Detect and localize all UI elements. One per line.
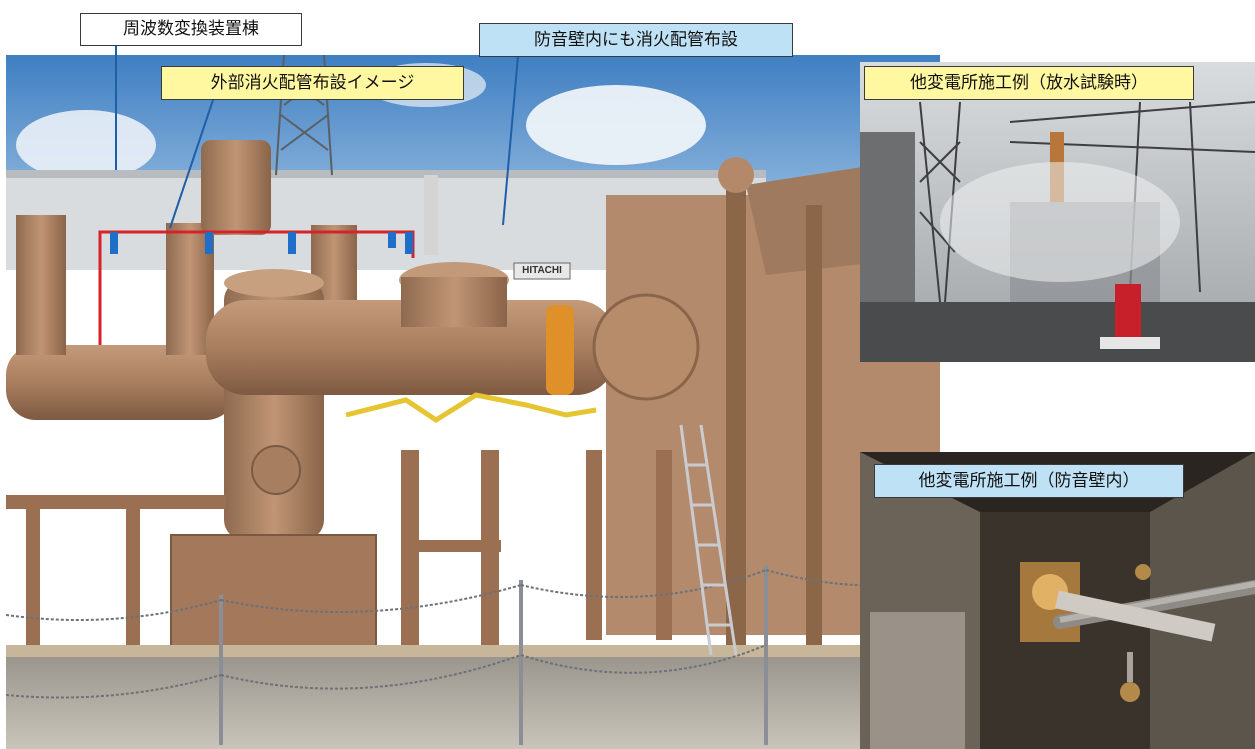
callout-soundwall-piping: 防音壁内にも消火配管布設 [479,23,793,57]
hitachi-plate-text: HITACHI [522,265,562,276]
callout-other-site-water-test: 他変電所施工例（放水試験時） [864,66,1194,100]
inset-photo-water-test [860,62,1255,362]
inset-photo-soundwall [860,452,1255,749]
main-equipment-photo: HITACHI [6,55,940,749]
callout-fc-building: 周波数変換装置棟 [80,13,302,46]
callout-external-piping-image: 外部消火配管布設イメージ [161,66,464,100]
main-photo-drawing [6,55,940,749]
callout-other-site-soundwall: 他変電所施工例（防音壁内） [874,464,1184,498]
